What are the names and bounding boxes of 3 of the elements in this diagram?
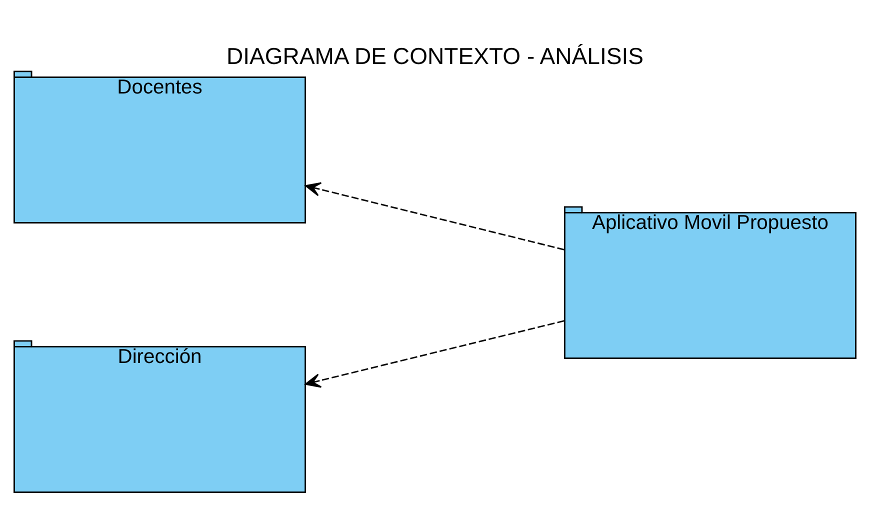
arrow <box>304 182 564 250</box>
arrow <box>304 320 564 388</box>
diagram-title: DIAGRAMA DE CONTEXTO - ANÁLISIS <box>226 42 644 68</box>
